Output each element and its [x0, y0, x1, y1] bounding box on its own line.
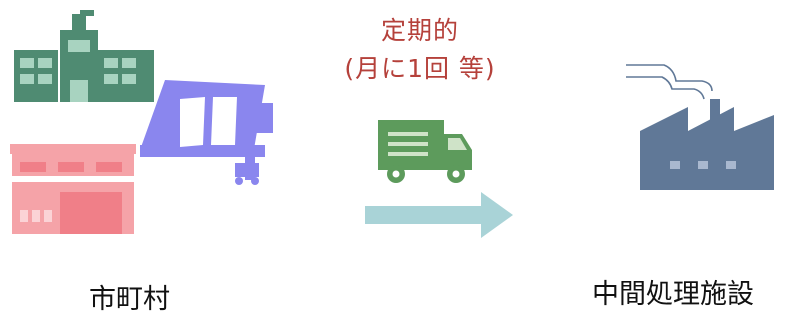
destination-label: 中間処理施設: [592, 279, 754, 310]
school-building-icon: [14, 10, 154, 102]
factory-icon: [626, 64, 774, 190]
truck-icon: [378, 120, 472, 183]
schedule-title: 定期的: [380, 16, 459, 45]
schedule-frequency: (月に1回 等): [344, 54, 496, 83]
source-label: 市町村: [89, 284, 170, 315]
shop-building-icon: [10, 144, 136, 234]
warehouse-icon: [140, 80, 273, 185]
direction-arrow-icon: [365, 192, 513, 238]
